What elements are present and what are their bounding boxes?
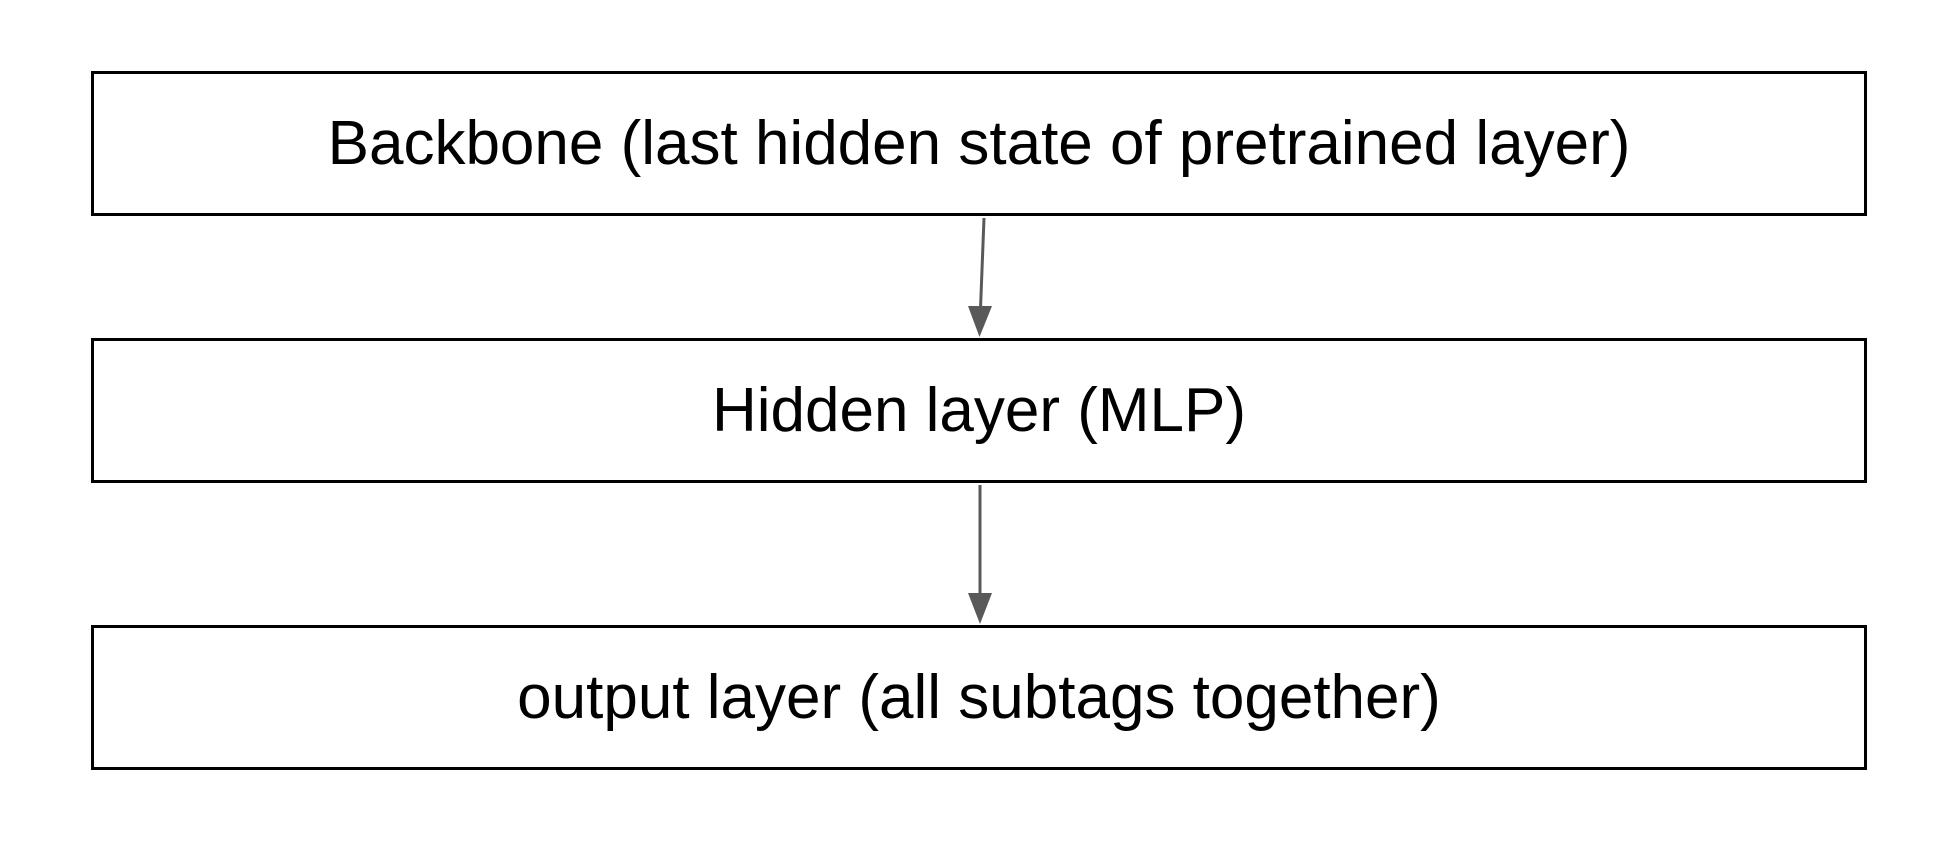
hidden-layer-label: Hidden layer (MLP) bbox=[711, 375, 1247, 445]
hidden-layer-box: Hidden layer (MLP) bbox=[91, 338, 1867, 483]
output-layer-box: output layer (all subtags together) bbox=[91, 625, 1867, 770]
arrow-line bbox=[979, 217, 986, 307]
backbone-box: Backbone (last hidden state of pretraine… bbox=[91, 71, 1867, 216]
arrow-backbone-to-hidden bbox=[968, 217, 992, 337]
backbone-label: Backbone (last hidden state of pretraine… bbox=[327, 108, 1631, 178]
arrowhead bbox=[968, 593, 992, 624]
arrow-hidden-to-output bbox=[968, 485, 992, 624]
arrowhead bbox=[968, 306, 992, 337]
output-layer-label: output layer (all subtags together) bbox=[517, 662, 1441, 732]
